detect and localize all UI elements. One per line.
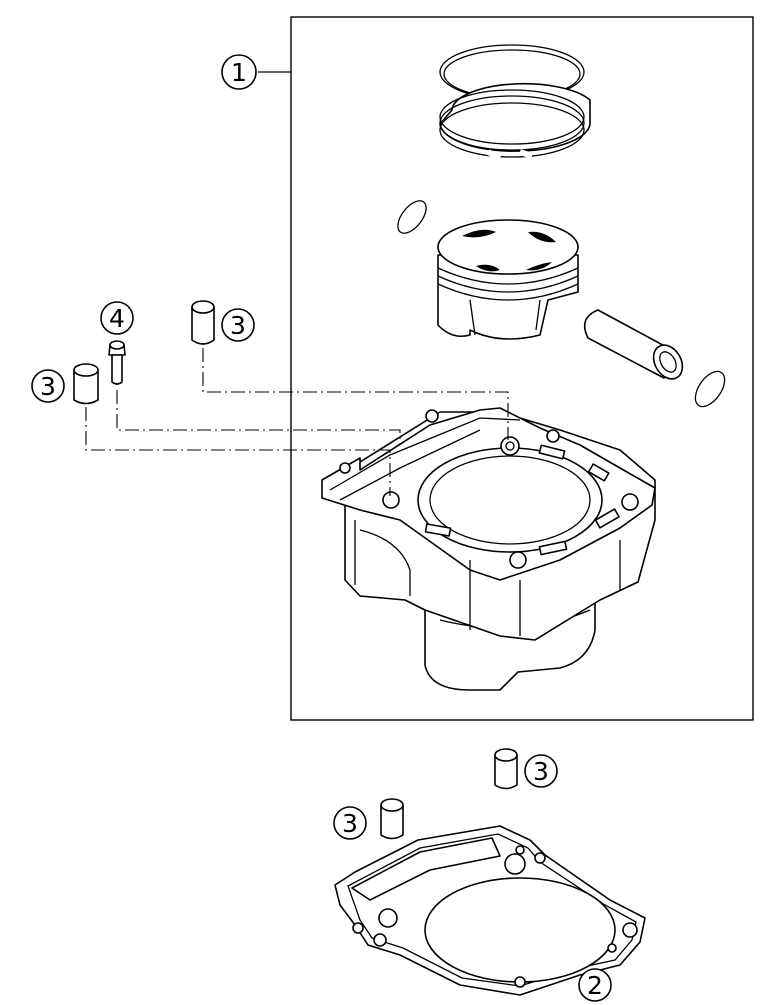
callout-4-label: 4 xyxy=(109,304,125,333)
callout-3-left: 3 xyxy=(31,369,65,403)
circlip-upper xyxy=(397,200,427,234)
callout-3-lower-right-label: 3 xyxy=(533,757,549,786)
piston-rings xyxy=(439,44,591,161)
dowel-pin-left xyxy=(73,363,99,405)
dowel-pin-upper xyxy=(191,300,215,345)
dowel-pin-lower-left xyxy=(380,798,404,840)
callout-3-left-label: 3 xyxy=(40,372,56,401)
callout-1: 1 xyxy=(221,54,257,90)
piston-pin xyxy=(583,309,684,380)
callout-3-upper: 3 xyxy=(221,308,255,342)
callout-2: 2 xyxy=(578,968,612,1002)
callout-3-lower-right: 3 xyxy=(524,754,558,788)
callout-2-label: 2 xyxy=(587,971,603,1000)
callout-3-lower-left-label: 3 xyxy=(342,809,358,838)
screw xyxy=(108,340,126,385)
assembly-line-upper-dowel xyxy=(202,348,509,440)
kit-outline-frame xyxy=(290,16,754,721)
piston xyxy=(437,219,579,340)
assembly-line-screw xyxy=(116,390,401,444)
assembly-line-left-dowel xyxy=(85,407,391,496)
dowel-pin-lower-right xyxy=(494,748,518,790)
callout-1-label: 1 xyxy=(231,58,247,87)
callout-4: 4 xyxy=(100,301,134,335)
cylinder xyxy=(321,407,656,691)
callout-3-lower-left: 3 xyxy=(333,806,367,840)
cylinder-base-gasket xyxy=(334,825,646,996)
circlip-lower xyxy=(694,370,726,408)
callout-3-upper-label: 3 xyxy=(230,311,246,340)
